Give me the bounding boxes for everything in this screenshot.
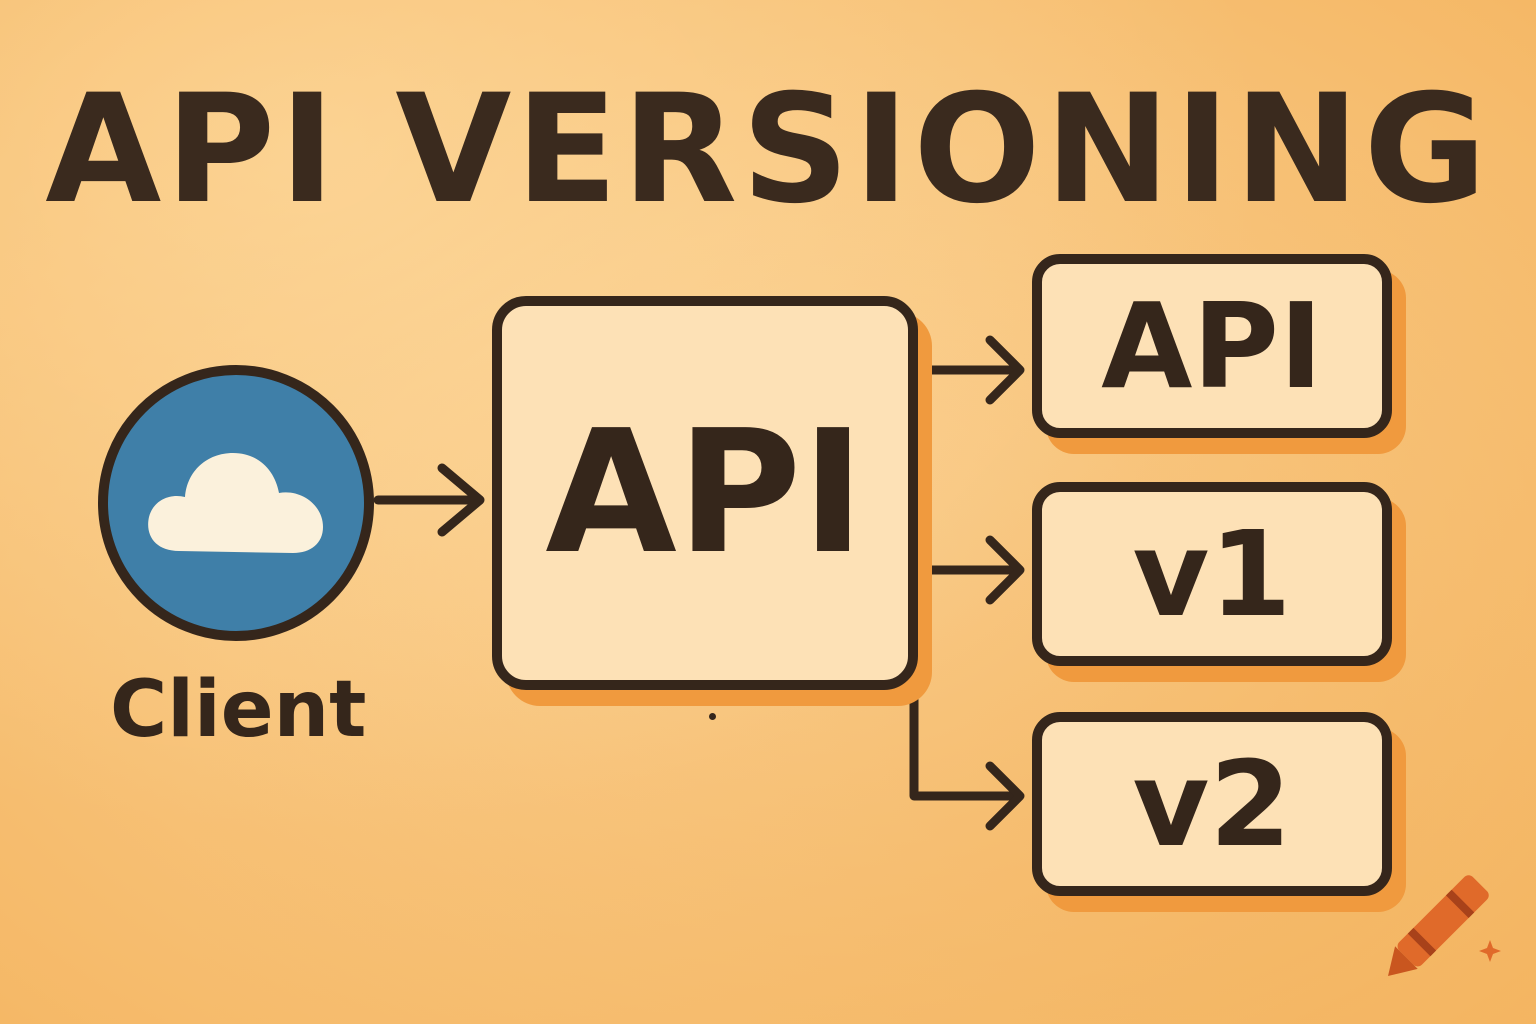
client-node	[98, 365, 374, 641]
target-box-api: API	[1032, 254, 1392, 438]
target-label-api: API	[1101, 277, 1323, 415]
client-label: Client	[110, 665, 367, 755]
cloud-icon	[148, 453, 323, 553]
target-label-v1: v1	[1132, 505, 1292, 643]
target-label-v2: v2	[1132, 735, 1292, 873]
arrowhead-api-to-v1	[985, 535, 1025, 605]
arrow-api-to-v2	[909, 695, 1023, 801]
target-box-v1: v1	[1032, 482, 1392, 666]
api-gateway-label: API	[545, 394, 865, 592]
arrowhead-api-to-v2	[985, 761, 1025, 831]
diagram-title: API VERSIONING	[45, 63, 1491, 237]
target-box-v2: v2	[1032, 712, 1392, 896]
api-gateway-box: API	[492, 296, 918, 690]
crayon-icon	[1388, 875, 1501, 976]
arrowhead-api-to-api	[985, 335, 1025, 405]
arrowhead-client-to-api	[437, 463, 485, 537]
ink-dot	[709, 713, 716, 720]
